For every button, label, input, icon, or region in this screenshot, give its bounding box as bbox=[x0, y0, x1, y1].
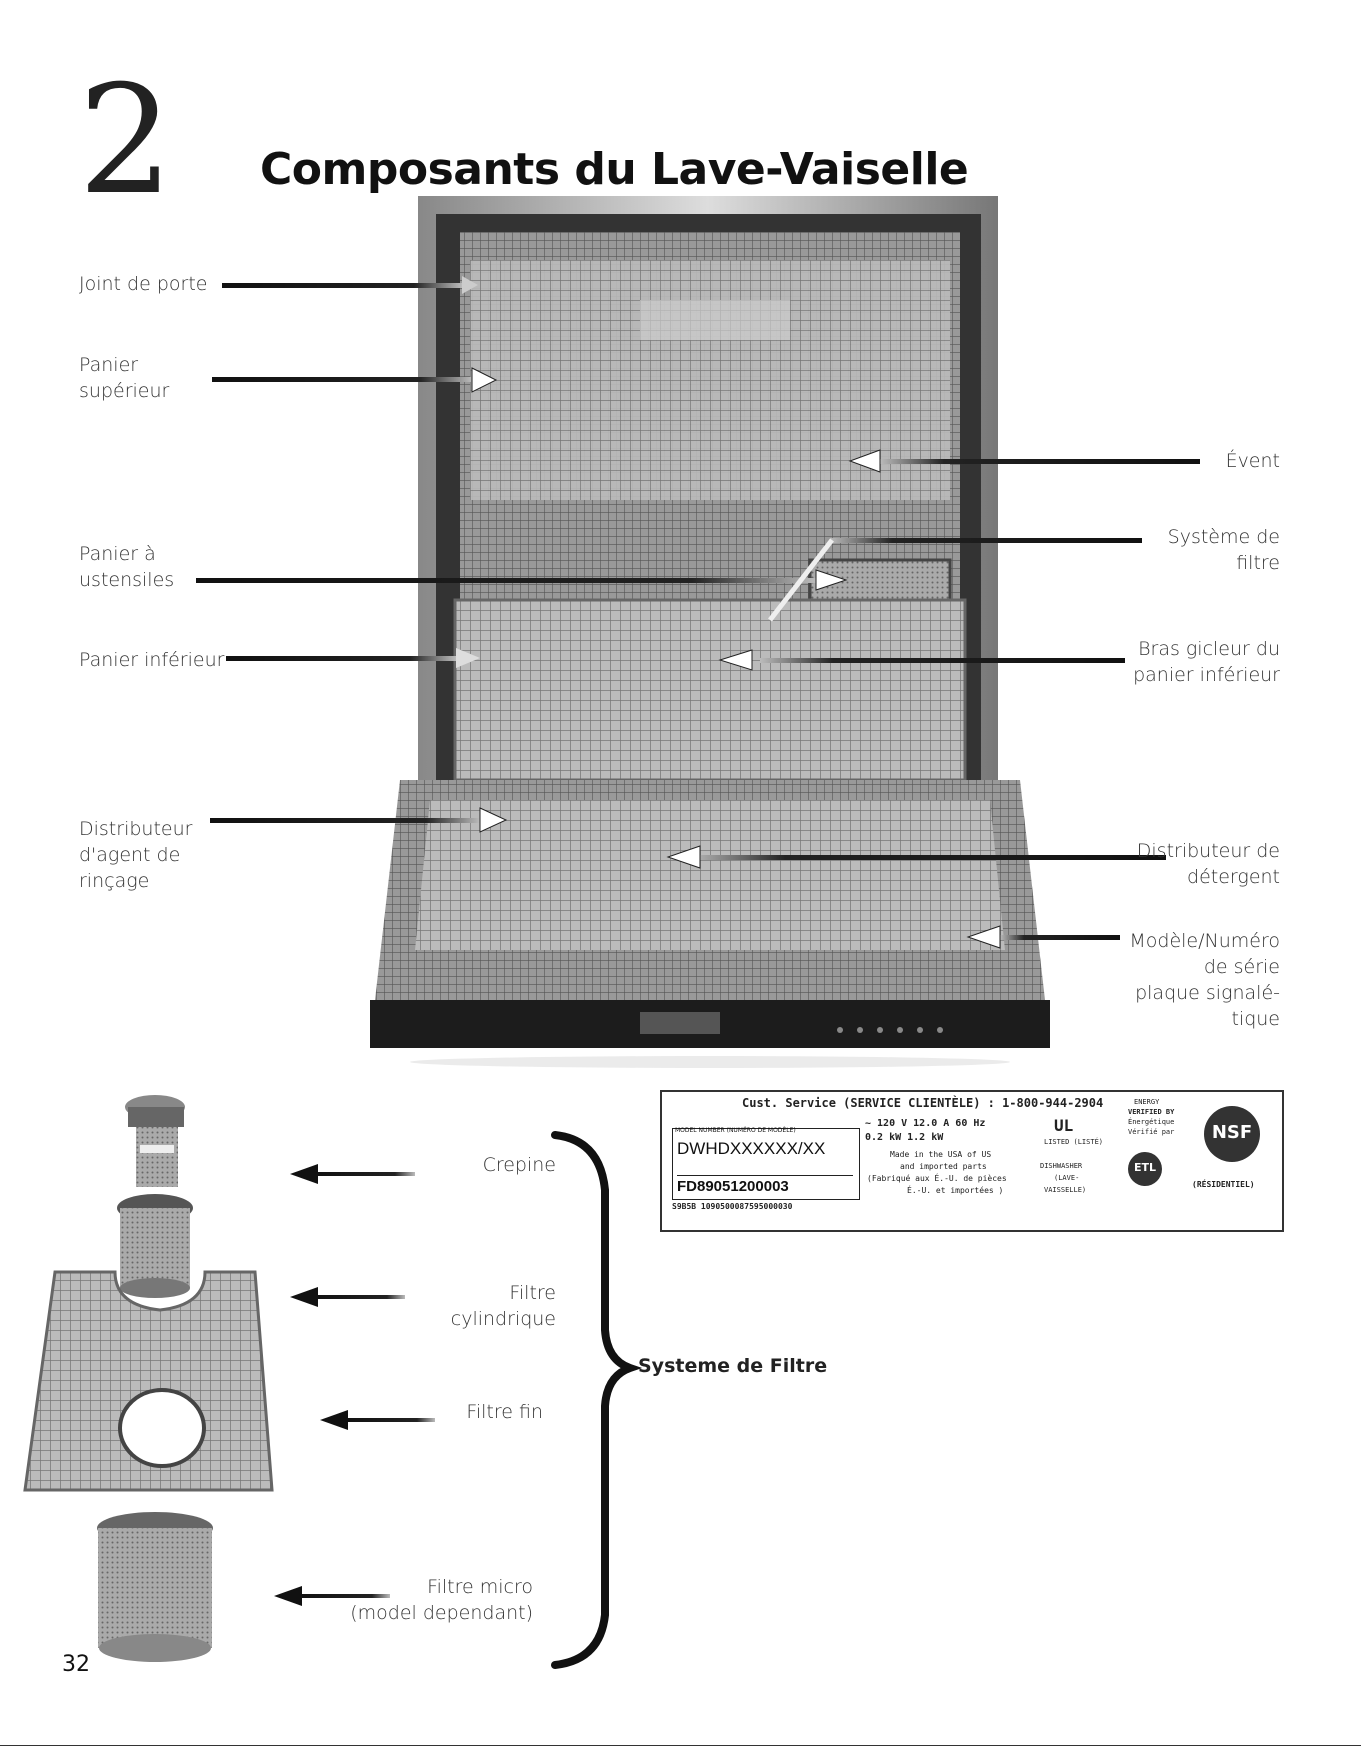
callout-lines bbox=[196, 276, 1200, 949]
label-crepine: Crepine bbox=[482, 1154, 556, 1176]
label-distributeur-rincage: Distributeur d'agent de rinçage bbox=[79, 818, 193, 892]
plate-made-3: (Fabriqué aux É.-U. de pièces bbox=[867, 1174, 1007, 1183]
label-plaque-signaletique: Modèle/Numéro de série plaque signalé- t… bbox=[1129, 930, 1280, 1030]
plate-listed: LISTED (LISTÉ) bbox=[1044, 1138, 1104, 1146]
label-panier-ustensiles: Panier à ustensiles bbox=[79, 543, 175, 591]
etl-logo: ETL bbox=[1128, 1152, 1162, 1186]
filter-parts-images bbox=[23, 1095, 435, 1662]
rating-plate: Cust. Service (SERVICE CLIENTÈLE) : 1-80… bbox=[660, 1090, 1284, 1232]
plate-vaisselle-2: VAISSELLE) bbox=[1044, 1186, 1087, 1194]
plate-made-2: and imported parts bbox=[900, 1162, 987, 1171]
plate-service: Cust. Service (SERVICE CLIENTÈLE) : 1-80… bbox=[742, 1096, 1104, 1110]
label-systeme-filtre: Système de filtre bbox=[1167, 526, 1280, 574]
label-panier-inferieur: Panier inférieur bbox=[79, 649, 225, 671]
filter-brace bbox=[551, 1131, 643, 1669]
plate-energy-4: Vérifié par bbox=[1128, 1128, 1175, 1136]
label-distributeur-detergent: Distributeur de détergent bbox=[1136, 840, 1280, 888]
cylinder-filter-image bbox=[117, 1194, 193, 1298]
fine-filter-image bbox=[23, 1270, 274, 1492]
label-joint-porte: Joint de porte bbox=[79, 273, 208, 295]
nsf-logo: NSF bbox=[1204, 1106, 1260, 1162]
plate-electrical-2: 0.2 kW 1.2 kW bbox=[865, 1132, 944, 1143]
chapter-number: 2 bbox=[78, 54, 174, 228]
plate-energy-3: Énergétique bbox=[1128, 1118, 1175, 1126]
dishwasher-photo bbox=[370, 196, 1050, 1068]
plate-energy-1: ENERGY bbox=[1134, 1098, 1160, 1106]
plate-made-4: É.-U. et importées ) bbox=[907, 1186, 1004, 1195]
plate-serial-number: FD89051200003 bbox=[677, 1175, 853, 1195]
crepine-image bbox=[125, 1095, 185, 1187]
label-filtre-cylindrique: Filtre cylindrique bbox=[450, 1282, 556, 1330]
footer-rule bbox=[0, 1745, 1361, 1746]
label-filtre-fin: Filtre fin bbox=[466, 1401, 543, 1423]
plate-electrical-1: ~ 120 V 12.0 A 60 Hz bbox=[865, 1118, 986, 1129]
label-event: Évent bbox=[1225, 450, 1280, 472]
plate-dishwasher: DISHWASHER bbox=[1040, 1162, 1083, 1170]
plate-model-number: DWHDXXXXXX/XX bbox=[677, 1139, 826, 1158]
filter-system-title: Systeme de Filtre bbox=[638, 1355, 828, 1377]
plate-energy-2: VERIFIED BY bbox=[1128, 1108, 1175, 1116]
page-number: 32 bbox=[62, 1652, 90, 1677]
plate-model-box: MODEL NUMBER (NUMÉRO DE MODÈLE) DWHDXXXX… bbox=[672, 1127, 860, 1200]
plate-model-header: MODEL NUMBER (NUMÉRO DE MODÈLE) bbox=[675, 1127, 796, 1134]
plate-vaisselle: (LAVE- bbox=[1054, 1174, 1080, 1182]
page-title: Composants du Lave-Vaiselle bbox=[260, 144, 969, 195]
label-panier-superieur: Panier supérieur bbox=[79, 354, 170, 402]
plate-made-1: Made in the USA of US bbox=[890, 1150, 992, 1159]
plate-residential: (RÉSIDENTIEL) bbox=[1192, 1180, 1255, 1189]
micro-filter-image bbox=[97, 1512, 213, 1662]
plate-barcode: S9B5B 1090500087595000030 bbox=[672, 1202, 793, 1211]
label-bras-gicleur: Bras gicleur du panier inférieur bbox=[1133, 638, 1280, 686]
label-filtre-micro: Filtre micro (model dependant) bbox=[350, 1576, 533, 1624]
plate-ul-logo: UL bbox=[1054, 1116, 1074, 1135]
